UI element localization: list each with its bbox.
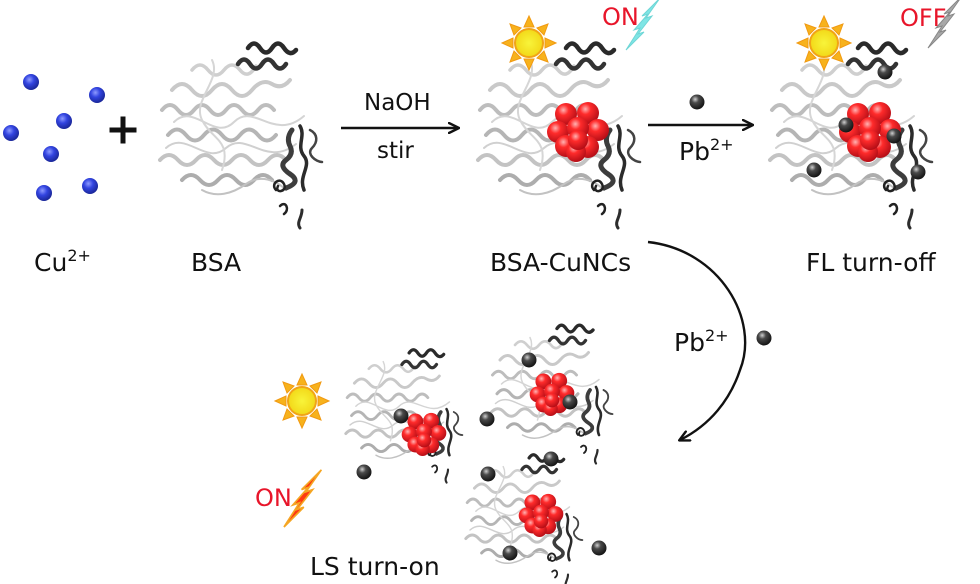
sun-icon	[796, 15, 852, 71]
lead-ion-icon	[756, 330, 772, 346]
label-ls-turn-on: LS turn-on	[310, 552, 440, 581]
copper-ion-icon	[23, 74, 39, 90]
copper-ions-group	[3, 74, 105, 201]
copper-ion-icon	[36, 185, 52, 201]
step2-reagent-label: Pb2+	[679, 135, 734, 166]
lead-ion-icon	[689, 94, 705, 110]
plus-sign-icon	[109, 116, 137, 144]
copper-ion-icon	[56, 113, 72, 129]
protein-aggregate-group	[343, 323, 615, 584]
reaction-arrow-curved	[647, 240, 747, 440]
copper-ion-icon	[82, 178, 98, 194]
label-fl-turn-off: FL turn-off	[806, 248, 936, 277]
sun-icon	[501, 15, 557, 71]
copper-nanocluster-icon	[547, 102, 609, 162]
bsa-protein-icon	[160, 44, 322, 229]
sun-icon	[274, 373, 330, 429]
copper-ion-icon	[43, 146, 59, 162]
step3-reagent-label: Pb2+	[674, 326, 729, 357]
state-on-label: ON	[602, 3, 639, 31]
label-bsa: BSA	[191, 248, 242, 277]
state-off-label: OFF	[900, 4, 947, 32]
label-bsa-cuncs: BSA-CuNCs	[490, 248, 632, 277]
label-copper-ion: Cu2+	[34, 246, 91, 277]
copper-ion-icon	[3, 125, 19, 141]
step1-condition-label: stir	[377, 138, 414, 164]
copper-ion-icon	[89, 87, 105, 103]
step1-reagent-label: NaOH	[364, 90, 431, 116]
state-on-label-ls: ON	[255, 484, 292, 512]
